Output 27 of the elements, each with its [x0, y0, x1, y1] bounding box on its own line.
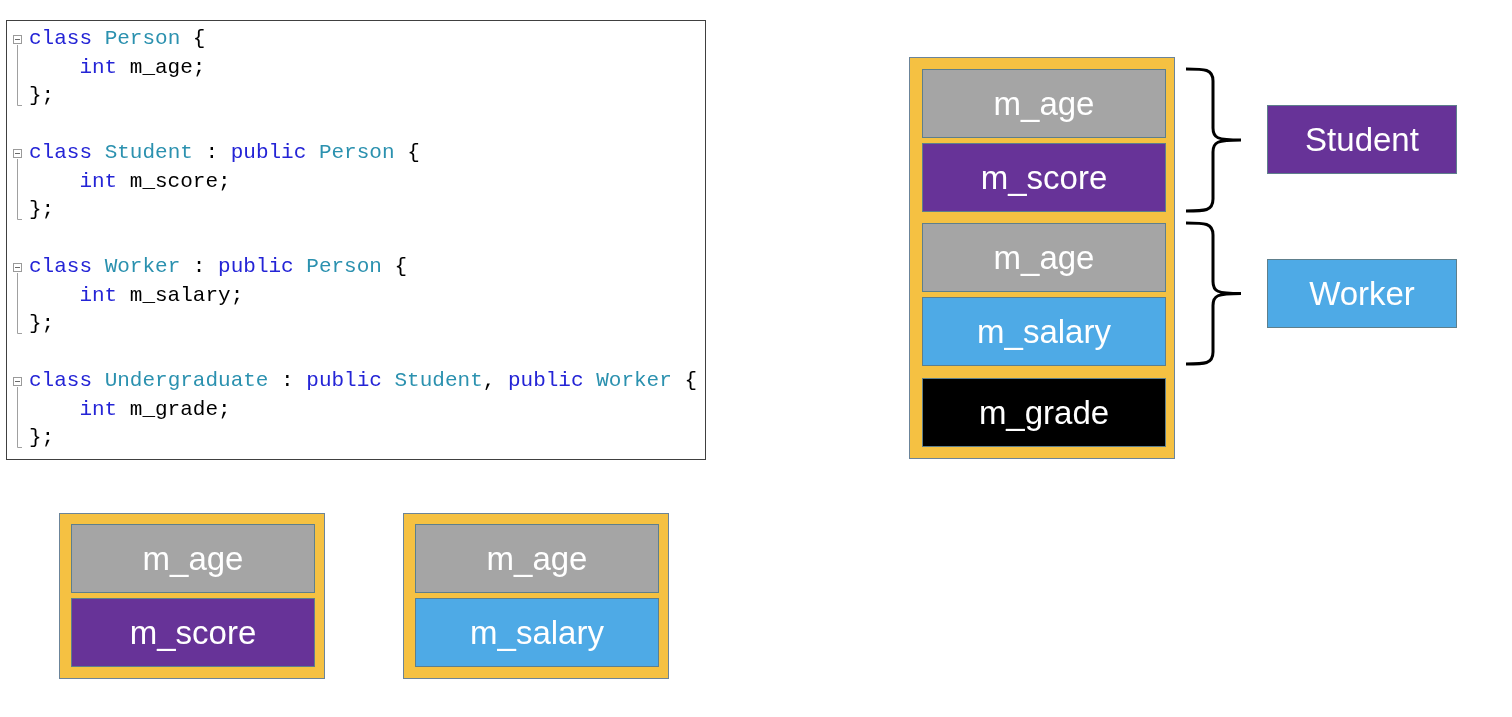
class-name-box: Student [1267, 105, 1457, 174]
member-block: m_score [922, 143, 1166, 212]
code-line: class Person { [29, 26, 206, 52]
member-block: m_age [922, 69, 1166, 138]
memory-layout-frame [403, 513, 669, 679]
code-line: }; [29, 197, 55, 223]
member-block: m_salary [922, 297, 1166, 366]
code-line: }; [29, 83, 55, 109]
code-line: int m_salary; [79, 282, 244, 309]
code-line: int m_grade; [79, 396, 231, 423]
member-block: m_grade [922, 378, 1166, 447]
member-block: m_age [71, 524, 315, 593]
code-line: class Undergraduate : public Student, public Worker { [29, 368, 698, 394]
code-line: }; [29, 311, 55, 337]
member-block: m_age [922, 223, 1166, 292]
member-block: m_score [71, 598, 315, 667]
code-line: class Worker : public Person { [29, 254, 408, 280]
class-name-box: Worker [1267, 259, 1457, 328]
code-line: int m_score; [79, 168, 231, 195]
memory-layout-frame [909, 57, 1175, 459]
member-block: m_salary [415, 598, 659, 667]
code-line: }; [29, 425, 55, 451]
code-panel [6, 20, 706, 460]
code-line: int m_age; [79, 54, 206, 81]
memory-layout-frame [59, 513, 325, 679]
code-line: class Student : public Person { [29, 140, 420, 166]
member-block: m_age [415, 524, 659, 593]
